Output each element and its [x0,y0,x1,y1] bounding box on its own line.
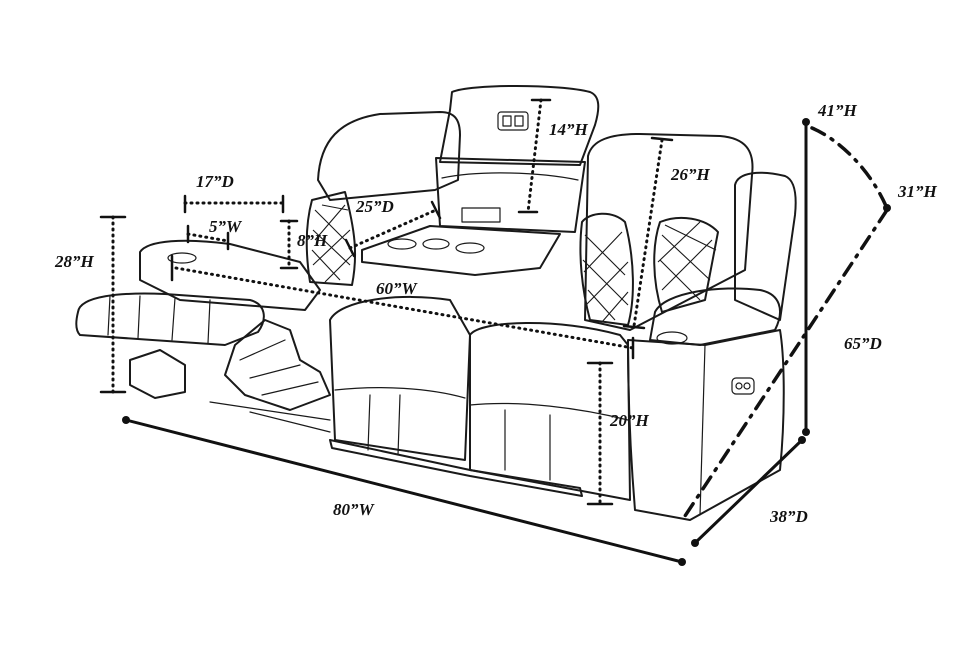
left-base [129,349,186,399]
right-quilted-panel-1 [579,212,634,326]
console-lid-height-line [526,98,543,214]
label-console-width: 60”W [376,279,419,298]
label-width: 80”W [333,500,376,519]
left-cupholder [167,252,197,264]
seat-cushion-right [469,322,631,501]
right-armrest-top [649,287,781,346]
label-back-cushion-height: 26”H [670,165,711,184]
label-reclined-depth: 65”D [844,334,882,353]
cupholder-3 [455,242,485,254]
label-cupholder-height: 8”H [297,231,328,250]
label-armrest-width: 5”W [209,217,243,236]
console-width-line [174,266,635,350]
cupholder-2 [422,238,450,250]
console-outlet [461,207,501,223]
left-quilt-pattern [311,204,353,283]
reclined-depth-line [683,208,889,518]
console-lid [439,85,600,166]
dimension-lines [99,98,891,566]
usb-port-2 [514,115,524,127]
label-depth: 38”D [769,507,808,526]
usb-port-1 [502,115,512,127]
label-back-height: 41”H [817,101,858,120]
label-reclined-height: 31”H [897,182,938,201]
sofa-illustration [75,85,797,521]
label-console-lid-height: 14”H [549,120,589,139]
extended-footrest [75,292,265,346]
left-quilted-panel [305,191,357,286]
console-tray [361,225,561,276]
power-recline-button [731,377,755,395]
left-back-cushion [317,111,461,201]
right-back-cushion [584,133,754,331]
recline-mechanism [224,319,331,411]
depth-line [693,438,804,545]
width-left-point [122,416,130,424]
right-arm-front [627,329,785,521]
reclined-height-arc [810,126,888,208]
seat-cushion-middle [329,295,471,461]
sofa-base [329,439,583,497]
depth-back-point [798,436,806,444]
right-quilted-panel-2 [653,216,719,313]
back-height-top-point [802,118,810,126]
label-console-depth: 25”D [355,197,394,216]
label-seat-height: 20”H [609,411,650,430]
console-depth-line [348,208,438,250]
back-cushion-height-line [632,138,664,328]
depth-front-point [691,539,699,547]
width-right-point [678,558,686,566]
label-armrest-depth: 17”D [196,172,234,191]
left-armrest [139,239,321,311]
dimension-labels: 41”H 31”H 65”D 38”D 80”W 20”H 26”H 14”H … [54,101,938,526]
right-quilt-pattern-2 [657,221,717,301]
width-line [124,418,684,564]
label-armrest-height: 28”H [54,252,95,271]
cupholder-1 [387,238,417,250]
usb-port-panel [497,111,529,131]
right-quilt-pattern-1 [582,231,629,323]
right-cupholder [656,331,688,345]
back-height-bottom-point [802,428,810,436]
armrest-width-line [186,232,230,243]
right-arm-back [734,171,797,321]
